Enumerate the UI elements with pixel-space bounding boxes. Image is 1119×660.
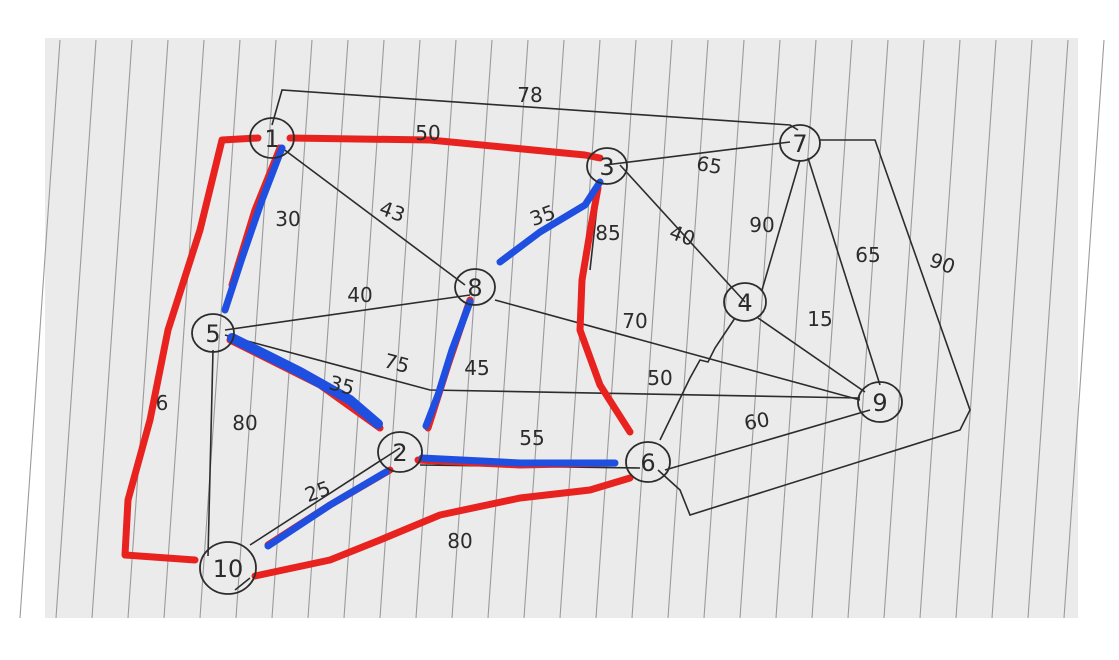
edge-weight: 50 [647,366,672,390]
edge-weight: 40 [347,283,372,307]
node-5: 5 [191,313,235,353]
node-label: 1 [264,125,279,153]
node-4: 4 [723,282,767,322]
node-8: 8 [454,268,496,306]
node-9: 9 [857,381,903,423]
node-2: 2 [377,431,423,473]
edge-weight: 60 [742,407,771,435]
edge-weight: 70 [622,309,647,333]
node-label: 6 [640,449,655,477]
node-circle [586,147,628,185]
edge-weight: 50 [415,121,440,145]
node-1: 1 [249,117,295,159]
node-circle [249,117,295,159]
node-label: 9 [872,389,887,417]
edge-weight: 45 [464,356,489,380]
node-circle [857,381,903,423]
node-circle [723,282,767,322]
node-circle [377,431,423,473]
node-7: 7 [779,124,821,162]
node-label: 8 [467,274,482,302]
edge-weight: 65 [695,151,724,179]
node-circle [779,124,821,162]
node-label: 3 [599,153,614,181]
node-label: 2 [392,439,407,467]
node-6: 6 [625,441,671,483]
node-circle [199,541,257,595]
edge-weight: 65 [855,243,880,267]
node-10: 10 [199,541,257,595]
node-label: 4 [737,289,752,317]
blue-highlight-tree [221,144,619,550]
node-label: 10 [213,555,244,583]
node-label: 5 [205,320,220,348]
node-label: 7 [792,130,807,158]
node-3: 3 [586,147,628,185]
node-circle [454,268,496,306]
edge-weight: 78 [517,83,542,107]
node-circle [625,441,671,483]
edge-weight: 80 [232,411,257,435]
edge-weight: 80 [447,529,472,553]
edge-weight: 15 [807,307,832,331]
paper [45,38,1078,618]
node-circle [191,313,235,353]
edge-weight: 55 [519,426,544,450]
edge-weight: 85 [595,221,620,245]
edge-weight: 30 [275,207,300,231]
edge-weight: 6 [156,391,169,415]
edge-weight: 90 [749,213,774,237]
